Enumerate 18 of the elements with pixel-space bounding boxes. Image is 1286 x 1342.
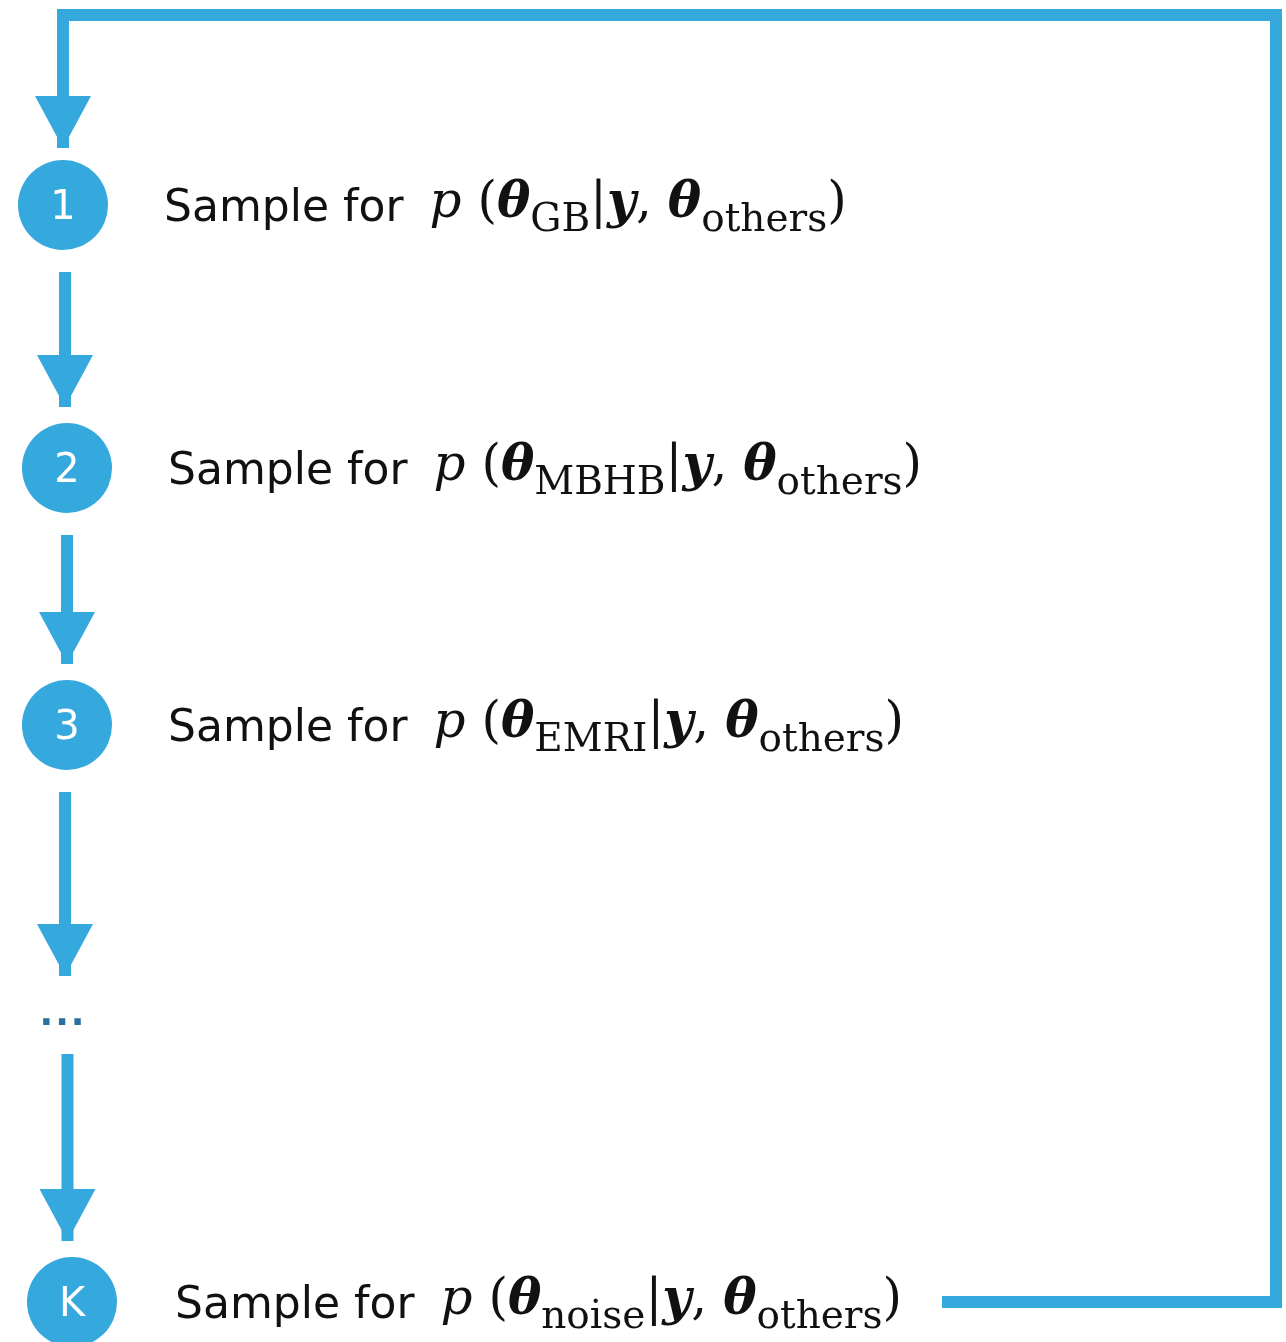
- ellipsis: ...: [38, 992, 88, 1032]
- arrow: [39, 535, 95, 664]
- step-circle: 3: [22, 680, 112, 770]
- formula: p (θ$_{MBHB}$|y, θ$_{others}$): [433, 433, 923, 503]
- arrow: [39, 1054, 96, 1241]
- arrow: [35, 9, 1282, 1308]
- step-circle: 1: [18, 160, 108, 250]
- step-label: Sample for: [168, 699, 408, 751]
- formula: p (θ$_{EMRI}$|y, θ$_{others}$): [433, 690, 905, 760]
- step-label: Sample for: [168, 442, 408, 494]
- step-circle: K: [27, 1257, 117, 1342]
- formula: p (θ$_{noise}$|y, θ$_{others}$): [440, 1267, 903, 1337]
- arrow: [37, 272, 93, 407]
- formula: p (θ$_{GB}$|y, θ$_{others}$): [429, 170, 847, 240]
- step-circle: 2: [22, 423, 112, 513]
- arrow: [37, 792, 93, 976]
- step-label: Sample for: [164, 179, 404, 231]
- step-label: Sample for: [175, 1276, 415, 1328]
